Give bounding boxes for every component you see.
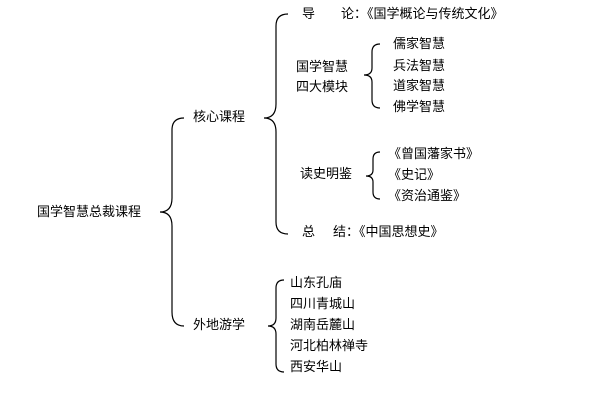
modules-label-line2: 四大模块	[296, 80, 349, 95]
travel-bracket	[267, 279, 285, 373]
history-label: 读史明鉴	[300, 167, 353, 182]
travel-study-label: 外地游学	[193, 318, 246, 333]
modules-label-line1: 国学智慧	[296, 60, 349, 75]
history-book: 《资治通鉴》	[388, 189, 467, 204]
module-item: 儒家智慧	[393, 37, 446, 52]
module-item: 佛学智慧	[393, 100, 446, 115]
travel-place: 湖南岳麓山	[290, 318, 356, 333]
intro-line: 导 论：《国学概论与传统文化》	[302, 7, 504, 23]
history-bracket	[365, 151, 381, 200]
intro-lead-a: 导	[302, 7, 316, 22]
travel-place: 山东孔庙	[290, 276, 343, 291]
history-book: 《曾国藩家书》	[388, 147, 480, 162]
modules-label: 国学智慧 四大模块	[296, 58, 348, 98]
module-item: 道家智慧	[393, 79, 446, 94]
summary-book: 《中国思想史》	[359, 225, 444, 240]
travel-place: 河北柏林禅寺	[290, 339, 369, 354]
summary-lead-a: 总	[302, 225, 316, 240]
summary-line: 总 结：《中国思想史》	[302, 225, 444, 241]
intro-book: 《国学概论与传统文化》	[367, 7, 504, 22]
root-bracket	[159, 117, 185, 327]
modules-bracket	[363, 43, 381, 109]
history-book: 《史记》	[388, 168, 441, 183]
core-courses-label: 核心课程	[193, 110, 246, 125]
travel-place: 西安华山	[290, 360, 343, 375]
root-topic: 国学智慧总裁课程	[37, 205, 142, 220]
summary-lead-b: 结：	[333, 225, 360, 240]
core-bracket	[263, 13, 289, 235]
module-item: 兵法智慧	[393, 59, 446, 74]
travel-place: 四川青城山	[290, 297, 356, 312]
intro-lead-b: 论：	[341, 7, 368, 22]
